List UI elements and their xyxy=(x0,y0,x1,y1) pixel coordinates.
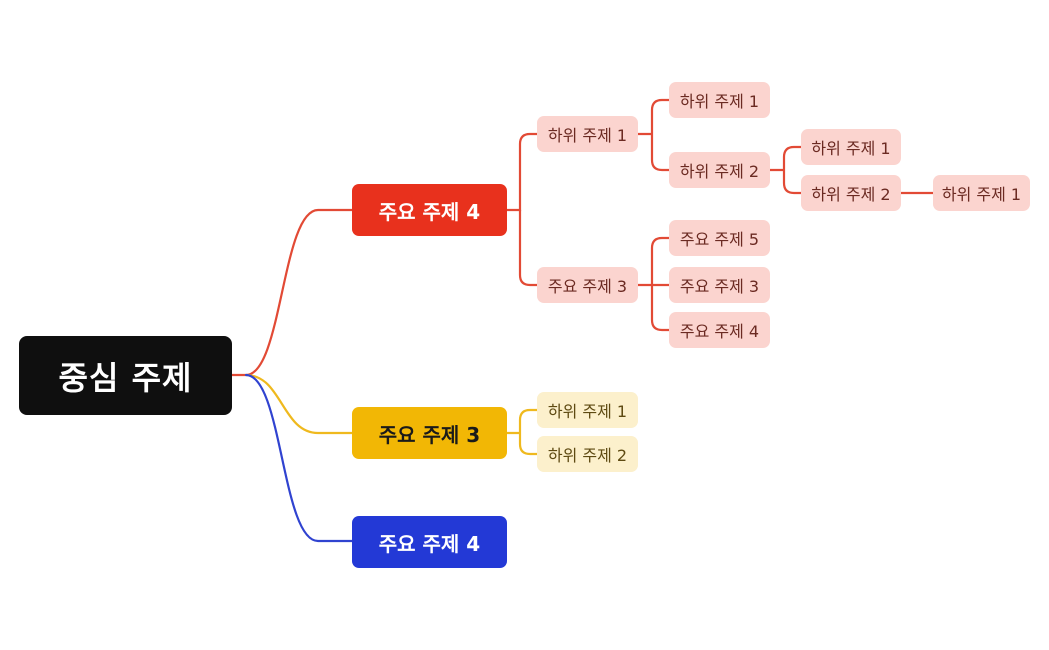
connector-s1b-to-children xyxy=(768,145,803,195)
subtopic-label: 하위 주제 1 xyxy=(547,402,628,421)
subtopic-s2c[interactable]: 주요 주제 4 xyxy=(669,312,770,348)
connector-sub1-to-children xyxy=(636,98,671,172)
connector-central-to-blue-main xyxy=(244,373,354,543)
subtopic-s2b[interactable]: 주요 주제 3 xyxy=(669,267,770,303)
subtopic-s1a[interactable]: 하위 주제 1 xyxy=(669,82,770,118)
main-topic-label: 주요 주제 3 xyxy=(378,422,481,447)
subtopic-s2[interactable]: 주요 주제 3 xyxy=(537,267,638,303)
subtopic-label: 주요 주제 4 xyxy=(679,322,760,341)
subtopic-label: 주요 주제 5 xyxy=(679,230,760,249)
subtopic-s2a[interactable]: 주요 주제 5 xyxy=(669,220,770,256)
main-topic-label: 주요 주제 4 xyxy=(378,531,481,556)
subtopic-label: 하위 주제 1 xyxy=(679,92,760,111)
connector-red-main-to-sub2 xyxy=(518,208,539,287)
connector-red-main-to-sub1 xyxy=(504,132,539,212)
main-topic-blue[interactable]: 주요 주제 4 xyxy=(352,516,507,568)
main-topic-yellow[interactable]: 주요 주제 3 xyxy=(352,407,507,459)
central-topic[interactable]: 중심 주제 xyxy=(19,336,232,415)
subtopic-s1b[interactable]: 하위 주제 2 xyxy=(669,152,770,188)
subtopic-y1[interactable]: 하위 주제 1 xyxy=(537,392,638,428)
subtopic-label: 하위 주제 2 xyxy=(811,185,891,204)
subtopic-label: 하위 주제 1 xyxy=(811,139,891,158)
main-topic-label: 주요 주제 4 xyxy=(378,199,481,224)
subtopic-label: 하위 주제 2 xyxy=(679,162,760,181)
subtopic-s1b1[interactable]: 하위 주제 1 xyxy=(801,129,901,165)
subtopic-s1b2a[interactable]: 하위 주제 1 xyxy=(933,175,1030,211)
subtopic-label: 하위 주제 1 xyxy=(547,126,628,145)
connector-s2-to-children xyxy=(636,236,671,332)
subtopic-label: 하위 주제 2 xyxy=(547,446,628,465)
central-topic-label: 중심 주제 xyxy=(58,358,193,397)
connector-central-to-red-main xyxy=(230,208,354,377)
connector-yellow-main-to-subs xyxy=(504,408,539,456)
subtopic-y2[interactable]: 하위 주제 2 xyxy=(537,436,638,472)
subtopic-s1[interactable]: 하위 주제 1 xyxy=(537,116,638,152)
subtopic-label: 주요 주제 3 xyxy=(679,277,760,296)
main-topic-red[interactable]: 주요 주제 4 xyxy=(352,184,507,236)
subtopic-label: 주요 주제 3 xyxy=(547,277,628,296)
subtopic-s1b2[interactable]: 하위 주제 2 xyxy=(801,175,901,211)
subtopic-label: 하위 주제 1 xyxy=(941,185,1022,204)
connector-central-to-yellow-main xyxy=(244,373,354,435)
